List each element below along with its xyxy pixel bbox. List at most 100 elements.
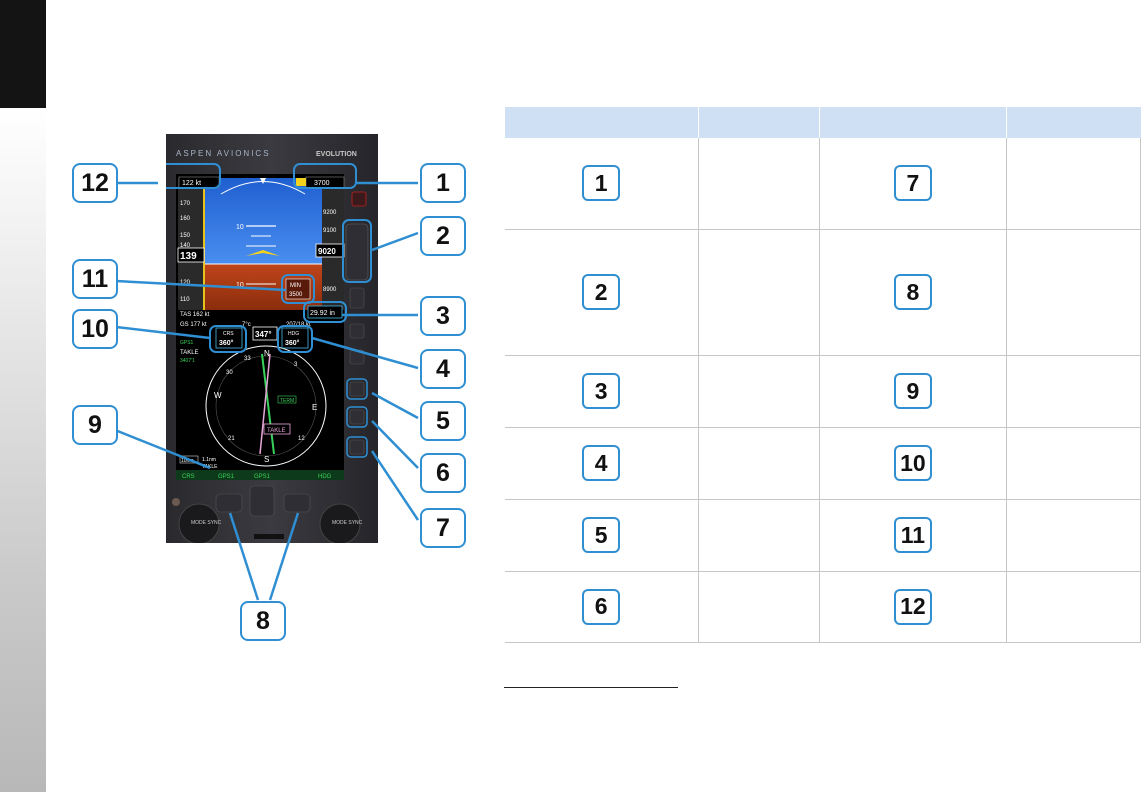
legend-num-cell: 11 — [818, 499, 1008, 572]
waypoint-distance: 3407'1 — [180, 358, 195, 364]
aircraft-symbol — [246, 250, 280, 256]
legend-num-cell: 4 — [504, 427, 699, 500]
pfd-device-illustration: ASPEN AVIONICS EVOLUTION 10 10 170 160 1… — [166, 134, 378, 543]
compass-label: E — [312, 403, 317, 412]
left-knob — [178, 503, 220, 543]
legend-num-cell: 10 — [818, 427, 1008, 500]
course-needle — [261, 353, 275, 455]
pitch-label-upper: 10 — [236, 224, 244, 231]
footnote-rule — [504, 687, 678, 688]
compass-label: 33 — [244, 356, 251, 362]
legend-badge-8: 8 — [893, 274, 932, 310]
legend-row: 5 11 — [504, 499, 1141, 572]
callout-12: 12 — [72, 163, 118, 203]
legend-header-cell — [504, 107, 699, 138]
legend-desc-cell — [1006, 355, 1141, 428]
legend-header-cell — [1006, 107, 1141, 138]
crs-value: 360° — [219, 339, 234, 347]
brand-text: ASPEN AVIONICS — [176, 149, 271, 158]
legend-row: 6 12 — [504, 571, 1141, 643]
selected-altitude: 3700 — [314, 180, 330, 187]
legend-num-cell: 1 — [504, 138, 699, 230]
alt-tick: 9100 — [323, 228, 337, 234]
legend-num-cell: 12 — [818, 571, 1008, 643]
callout-4: 4 — [420, 349, 466, 389]
heading-readout: 347° — [255, 330, 272, 339]
legend-num-cell: 3 — [504, 355, 699, 428]
callout-9: 9 — [72, 405, 118, 445]
speed-readout: 139 — [180, 251, 197, 262]
wp-dist2: 1.1nm — [202, 457, 216, 463]
softkey-label: CRS — [182, 474, 195, 480]
legend-row: 3 9 — [504, 355, 1141, 428]
range-rocker — [345, 223, 369, 281]
legend-desc-cell — [1006, 427, 1141, 500]
bottom-left-softkey — [215, 493, 243, 513]
left-knob-label: MODE SYNC — [191, 520, 222, 526]
speed-tick: 150 — [180, 233, 191, 239]
alt-tick: 8900 — [323, 287, 337, 293]
pitch-label-lower: 10 — [236, 282, 244, 289]
legend-desc-cell — [1006, 499, 1141, 572]
compass-label: N — [264, 349, 270, 358]
legend-desc-cell — [698, 229, 820, 356]
legend-badge-1: 1 — [582, 165, 621, 202]
legend-desc-cell — [1006, 571, 1141, 643]
legend-badge-6: 6 — [582, 588, 621, 625]
legend-badge-12: 12 — [893, 588, 932, 625]
range-label: 10nm — [181, 458, 194, 464]
right-knob — [319, 503, 361, 543]
selected-airspeed: 122 kt — [182, 180, 201, 187]
legend-badge-7: 7 — [893, 165, 932, 202]
legend-header-cell — [818, 107, 1007, 138]
speed-tick: 140 — [180, 243, 191, 249]
legend-desc-cell — [698, 427, 820, 500]
legend-row: 1 7 — [504, 138, 1141, 230]
callout-7: 7 — [420, 508, 466, 548]
softkey-label: HDG — [318, 474, 332, 480]
waypoint-label: TAKLE — [267, 428, 286, 434]
legend-badge-9: 9 — [893, 373, 932, 409]
legend-num-cell: 7 — [818, 138, 1008, 230]
tas-readout: TAS 162 kt — [180, 312, 210, 318]
speed-tick: 160 — [180, 216, 191, 222]
minimums-value: 3500 — [289, 292, 303, 298]
gs-readout: GS 177 kt — [180, 322, 207, 328]
legend-num-cell: 8 — [818, 229, 1008, 356]
legend-desc-cell — [698, 571, 820, 643]
legend-num-cell: 2 — [504, 229, 699, 356]
compass-label: 12 — [298, 436, 305, 442]
wp-name2: TAKLE — [202, 464, 218, 470]
term-label: TERM — [280, 398, 294, 404]
softkey-label: GPS1 — [218, 474, 235, 480]
right-knob-label: MODE SYNC — [332, 520, 363, 526]
legend-badge-3: 3 — [582, 373, 621, 409]
legend-desc-cell — [698, 499, 820, 572]
altitude-readout: 9020 — [318, 247, 336, 256]
compass-label: 3 — [294, 362, 298, 368]
legend-row: 2 8 — [504, 229, 1141, 356]
legend-num-cell: 5 — [504, 499, 699, 572]
legend-table: 1 7 2 8 3 9 4 10 5 11 — [504, 107, 1141, 643]
speed-tick: 170 — [180, 201, 191, 207]
compass-rose — [205, 345, 327, 467]
legend-num-cell: 9 — [818, 355, 1008, 428]
callout-6: 6 — [420, 453, 466, 493]
legend-badge-10: 10 — [893, 445, 932, 481]
hdg-label: HDG — [288, 331, 299, 337]
nav-source: GPS1 — [180, 340, 194, 346]
model-text: EVOLUTION — [316, 151, 357, 158]
minimums-label: MIN — [290, 283, 301, 289]
softkey-label: GPS1 — [254, 474, 271, 480]
hotkey-5 — [349, 381, 365, 397]
hotkey-6 — [349, 409, 365, 425]
crs-label: CRS — [223, 331, 234, 337]
compass-label: W — [214, 391, 222, 400]
callout-3: 3 — [420, 296, 466, 336]
hdg-value: 360° — [285, 339, 300, 347]
legend-badge-11: 11 — [893, 517, 932, 553]
legend-badge-5: 5 — [582, 517, 621, 553]
bottom-center-key — [249, 485, 275, 517]
compass-label: S — [264, 455, 269, 464]
side-gradient-bar — [0, 108, 46, 792]
